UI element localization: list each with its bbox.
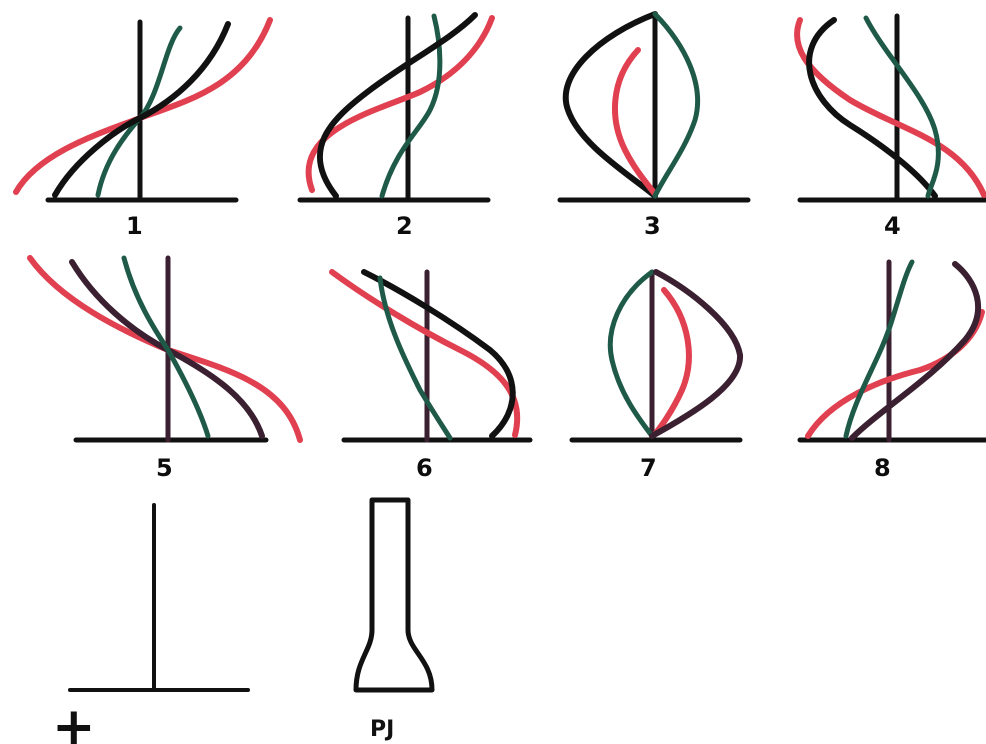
panel-8-green-curve <box>843 259 915 439</box>
pj-outline <box>353 497 435 693</box>
legend-cross-label: + <box>52 697 96 744</box>
panel-6-green-curve <box>377 275 453 441</box>
panel-6 <box>329 269 533 443</box>
panel-6-black-curve <box>361 269 516 439</box>
panel-7-label: 7 <box>640 454 657 482</box>
panel-8 <box>797 259 986 443</box>
panel-7-black-curve <box>649 269 743 439</box>
panel-4-green-curve <box>863 15 941 199</box>
panel-2-red-curve <box>305 15 495 193</box>
panel-1-label: 1 <box>126 212 143 240</box>
panel-7 <box>569 269 743 443</box>
panel-2-black-curve <box>316 12 478 199</box>
panel-1-black-curve <box>52 21 231 198</box>
panel-4-red-curve <box>794 17 986 198</box>
panel-3 <box>557 11 751 203</box>
panel-1-red-curve <box>13 17 273 195</box>
panel-8-label: 8 <box>874 454 891 482</box>
panel-3-black-curve <box>562 11 658 199</box>
panel-1 <box>13 17 273 203</box>
panel-7-red-curve <box>652 287 692 437</box>
panel-8-red-curve <box>805 309 985 439</box>
panel-5 <box>27 255 303 443</box>
panel-8-purple-curve <box>849 261 982 441</box>
legend-cross-diagram <box>68 503 250 692</box>
panel-3-green-curve <box>652 11 701 199</box>
panel-5-label: 5 <box>156 454 173 482</box>
panel-4 <box>794 13 986 203</box>
panel-7-green-curve <box>607 269 655 439</box>
panel-4-label: 4 <box>884 212 901 240</box>
legend-pj-shape <box>353 497 435 693</box>
legend-pj-label: PJ <box>370 717 394 742</box>
panel-5-green-curve <box>121 255 211 439</box>
panel-4-black-curve <box>806 17 938 199</box>
panel-6-label: 6 <box>416 454 433 482</box>
panel-3-label: 3 <box>644 212 661 240</box>
panel-2-label: 2 <box>396 212 413 240</box>
panel-2 <box>297 12 495 203</box>
panel-3-red-curve <box>612 47 658 197</box>
